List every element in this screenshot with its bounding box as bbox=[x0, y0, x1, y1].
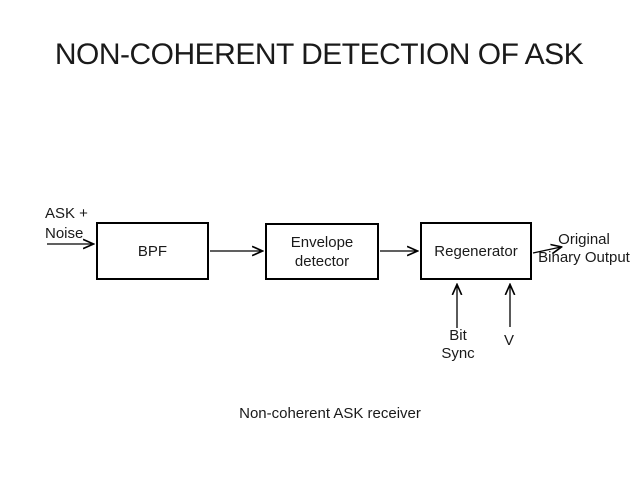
ask-noise-input-label: ASK + Noise bbox=[45, 205, 88, 242]
v-label: V bbox=[504, 332, 515, 349]
original-binary-output-label: Original Binary Output bbox=[538, 231, 630, 266]
bit-sync-label: Bit Sync bbox=[441, 327, 475, 362]
envelope-detector-block: Envelope detector bbox=[265, 223, 379, 280]
slide-caption: Non-coherent ASK receiver bbox=[239, 405, 421, 422]
envelope-detector-block-label: Envelope detector bbox=[290, 233, 354, 270]
bpf-block: BPF bbox=[96, 222, 209, 280]
bpf-block-label: BPF bbox=[137, 242, 168, 260]
regenerator-block: Regenerator bbox=[420, 222, 532, 280]
regenerator-block-label: Regenerator bbox=[434, 242, 518, 260]
slide-title: NON-COHERENT DETECTION OF ASK bbox=[54, 38, 584, 71]
